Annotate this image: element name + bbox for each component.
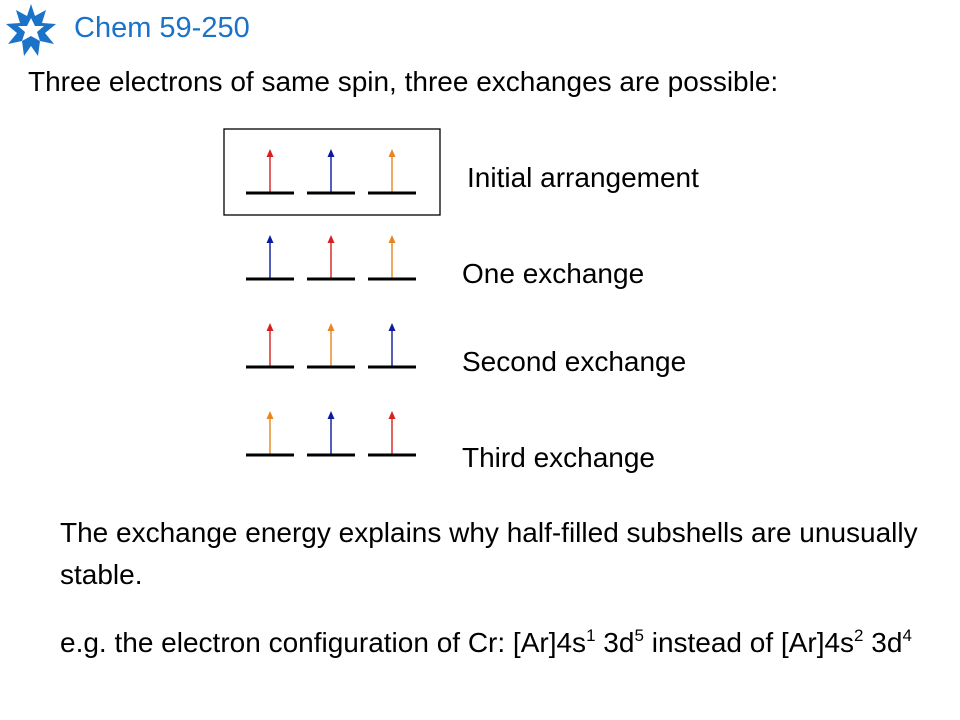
- chromium-example: e.g. the electron configuration of Cr: […: [60, 622, 940, 664]
- slide-subtitle: Three electrons of same spin, three exch…: [28, 66, 779, 97]
- spin-up-arrow-head: [266, 411, 274, 419]
- row-label-third-exchange: Third exchange: [462, 442, 656, 473]
- sup-4s-2: 2: [854, 626, 864, 645]
- spin-up-arrow-head: [388, 411, 396, 419]
- row-label-initial: Initial arrangement: [467, 162, 699, 193]
- spin-up-arrow-head: [266, 323, 274, 331]
- maple-leaf-icon: [6, 4, 56, 56]
- spin-up-arrow-head: [327, 323, 335, 331]
- spin-up-arrow-head: [327, 411, 335, 419]
- row-label-second-exchange: Second exchange: [462, 346, 687, 377]
- sup-3d-5: 5: [634, 626, 644, 645]
- spin-up-arrow-head: [266, 235, 274, 243]
- row-label-one-exchange: One exchange: [462, 258, 645, 289]
- logo-inner: [18, 18, 44, 41]
- spin-up-arrow-head: [388, 323, 396, 331]
- sup-4s-1: 1: [586, 626, 596, 645]
- sup-3d-4: 4: [902, 626, 912, 645]
- course-title: Chem 59-250: [74, 12, 250, 44]
- spin-up-arrow-head: [388, 235, 396, 243]
- example-text-1: e.g. the electron configuration of Cr: […: [60, 627, 587, 658]
- initial-arrangement-box: [223, 128, 441, 216]
- spin-up-arrow-head: [266, 149, 274, 157]
- spin-up-arrow-head: [388, 149, 396, 157]
- example-text-2: 3d: [595, 627, 635, 658]
- stability-note: The exchange energy explains why half-fi…: [60, 517, 918, 590]
- spin-up-arrow-head: [327, 235, 335, 243]
- spin-up-arrow-head: [327, 149, 335, 157]
- example-text-3: instead of [Ar]4s: [643, 627, 855, 658]
- example-text-4: 3d: [863, 627, 903, 658]
